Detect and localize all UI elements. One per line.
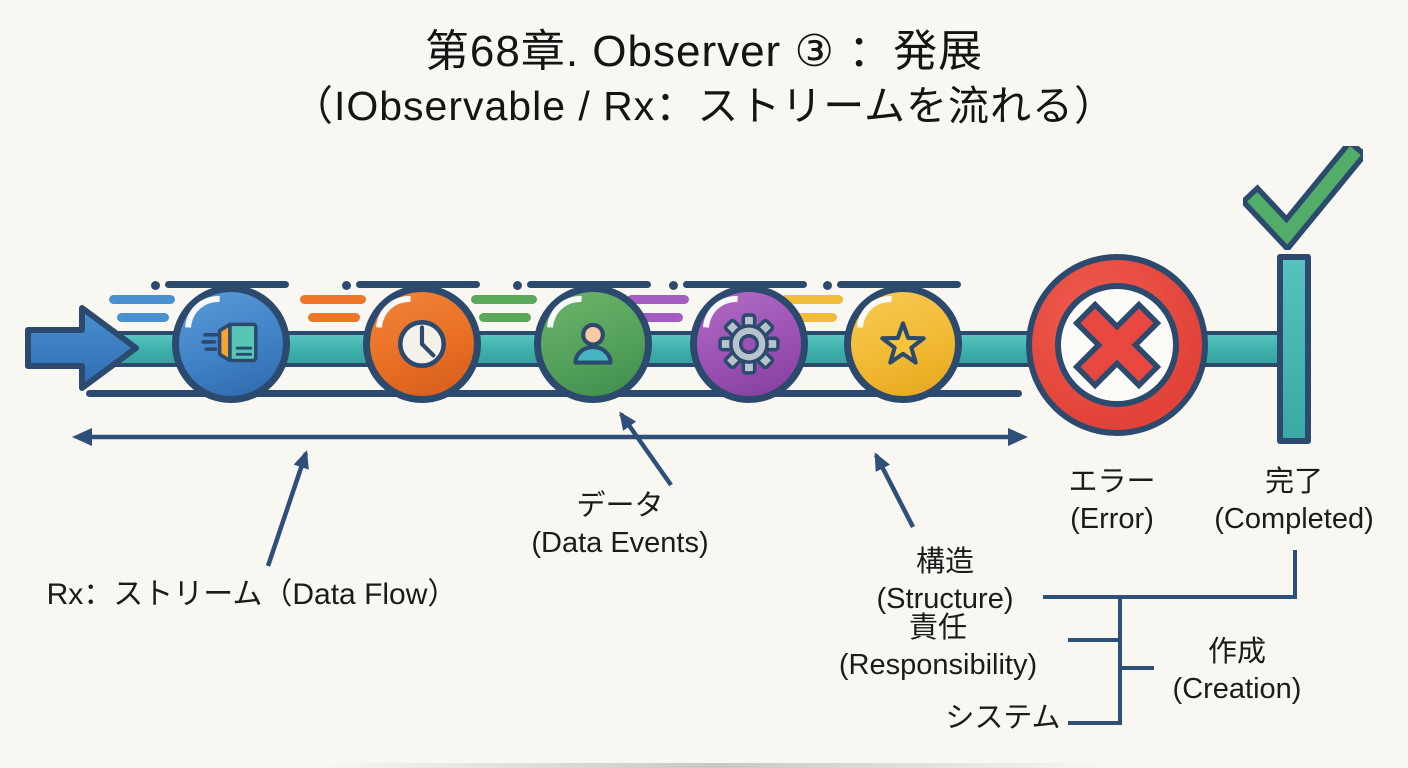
label-structure: 構造 (Structure): [877, 544, 1014, 618]
error-terminator: [1026, 254, 1208, 436]
person-icon: [573, 322, 613, 365]
label-data-events: データ (Data Events): [531, 488, 708, 562]
flow-span-arrow: [72, 428, 1028, 446]
label-responsibility-jp: 責任: [908, 612, 968, 644]
speed-dash: [479, 313, 531, 322]
label-error-jp: エラー: [1068, 466, 1156, 498]
flow-start-arrow-icon: [25, 305, 139, 391]
motion-dot: [823, 281, 832, 290]
event-marker-user: [533, 282, 652, 403]
label-structure-en: (Structure): [876, 583, 1014, 615]
motion-dot: [151, 281, 160, 290]
error-cross-icon: [1072, 300, 1162, 390]
speed-dash: [109, 295, 175, 304]
label-completed-jp: 完了: [1264, 466, 1323, 498]
connector-responsibility: [1068, 638, 1122, 642]
speed-dash: [789, 313, 837, 322]
motion-streak: [683, 281, 807, 288]
connector-system: [1068, 721, 1122, 725]
connector-completed-down: [1293, 550, 1297, 599]
speed-dash: [471, 295, 537, 304]
speed-dash: [117, 313, 169, 322]
label-structure-jp: 構造: [915, 546, 975, 578]
label-data-events-jp: データ: [576, 490, 664, 522]
connector-creation-stub: [1118, 666, 1154, 670]
motion-dot: [513, 281, 522, 290]
speed-dash: [627, 295, 689, 304]
label-creation-jp: 作成: [1207, 636, 1266, 668]
event-marker-package: [171, 282, 290, 403]
label-completed: 完了 (Completed): [1214, 464, 1374, 538]
label-system-jp: システム: [945, 702, 1061, 734]
gear-icon: [718, 313, 780, 375]
error-inner-circle: [1055, 283, 1179, 407]
speed-dash: [635, 313, 683, 322]
label-responsibility: 責任 (Responsibility): [839, 610, 1037, 684]
speed-dash: [781, 295, 843, 304]
motion-dot: [669, 281, 678, 290]
stream-baseline: [86, 390, 1022, 397]
event-marker-favorite: [843, 282, 962, 403]
motion-streak: [527, 281, 651, 288]
stream-band-tail: [1196, 331, 1282, 367]
completed-terminator: [1277, 254, 1311, 444]
star-icon: [880, 321, 926, 365]
event-marker-time: [362, 282, 481, 403]
label-creation: 作成 (Creation): [1173, 634, 1302, 708]
bottom-edge-shadow: [320, 763, 1110, 768]
label-data-events-en: (Data Events): [531, 527, 709, 559]
label-error: エラー (Error): [1068, 464, 1155, 538]
page-title: 第68章. Observer ③ ：発展 （IObservable / Rx：ス…: [292, 24, 1116, 132]
check-icon: [1243, 146, 1363, 250]
label-system: システム: [945, 700, 1060, 737]
speed-dash: [308, 313, 360, 322]
motion-streak: [356, 281, 480, 288]
clock-icon: [398, 320, 446, 368]
label-responsibility-en: (Responsibility): [838, 649, 1038, 681]
motion-streak: [837, 281, 961, 288]
label-data-flow-text: Rx：ストリーム（Data Flow）: [46, 578, 458, 611]
motion-streak: [165, 281, 289, 288]
title-line-1: 第68章. Observer ③ ：発展: [424, 27, 984, 76]
label-data-flow: Rx：ストリーム（Data Flow）: [47, 576, 458, 613]
speed-dash: [300, 295, 366, 304]
connector-vertical-spine: [1118, 595, 1122, 725]
package-icon: [201, 322, 258, 363]
label-completed-en: (Completed): [1214, 503, 1374, 535]
connector-structure-horizontal: [1043, 595, 1297, 599]
event-marker-process: [689, 282, 808, 403]
label-error-en: (Error): [1070, 503, 1154, 535]
title-line-2: （IObservable / Rx：ストリームを流れる）: [291, 83, 1117, 129]
label-creation-en: (Creation): [1172, 673, 1302, 705]
motion-dot: [342, 281, 351, 290]
